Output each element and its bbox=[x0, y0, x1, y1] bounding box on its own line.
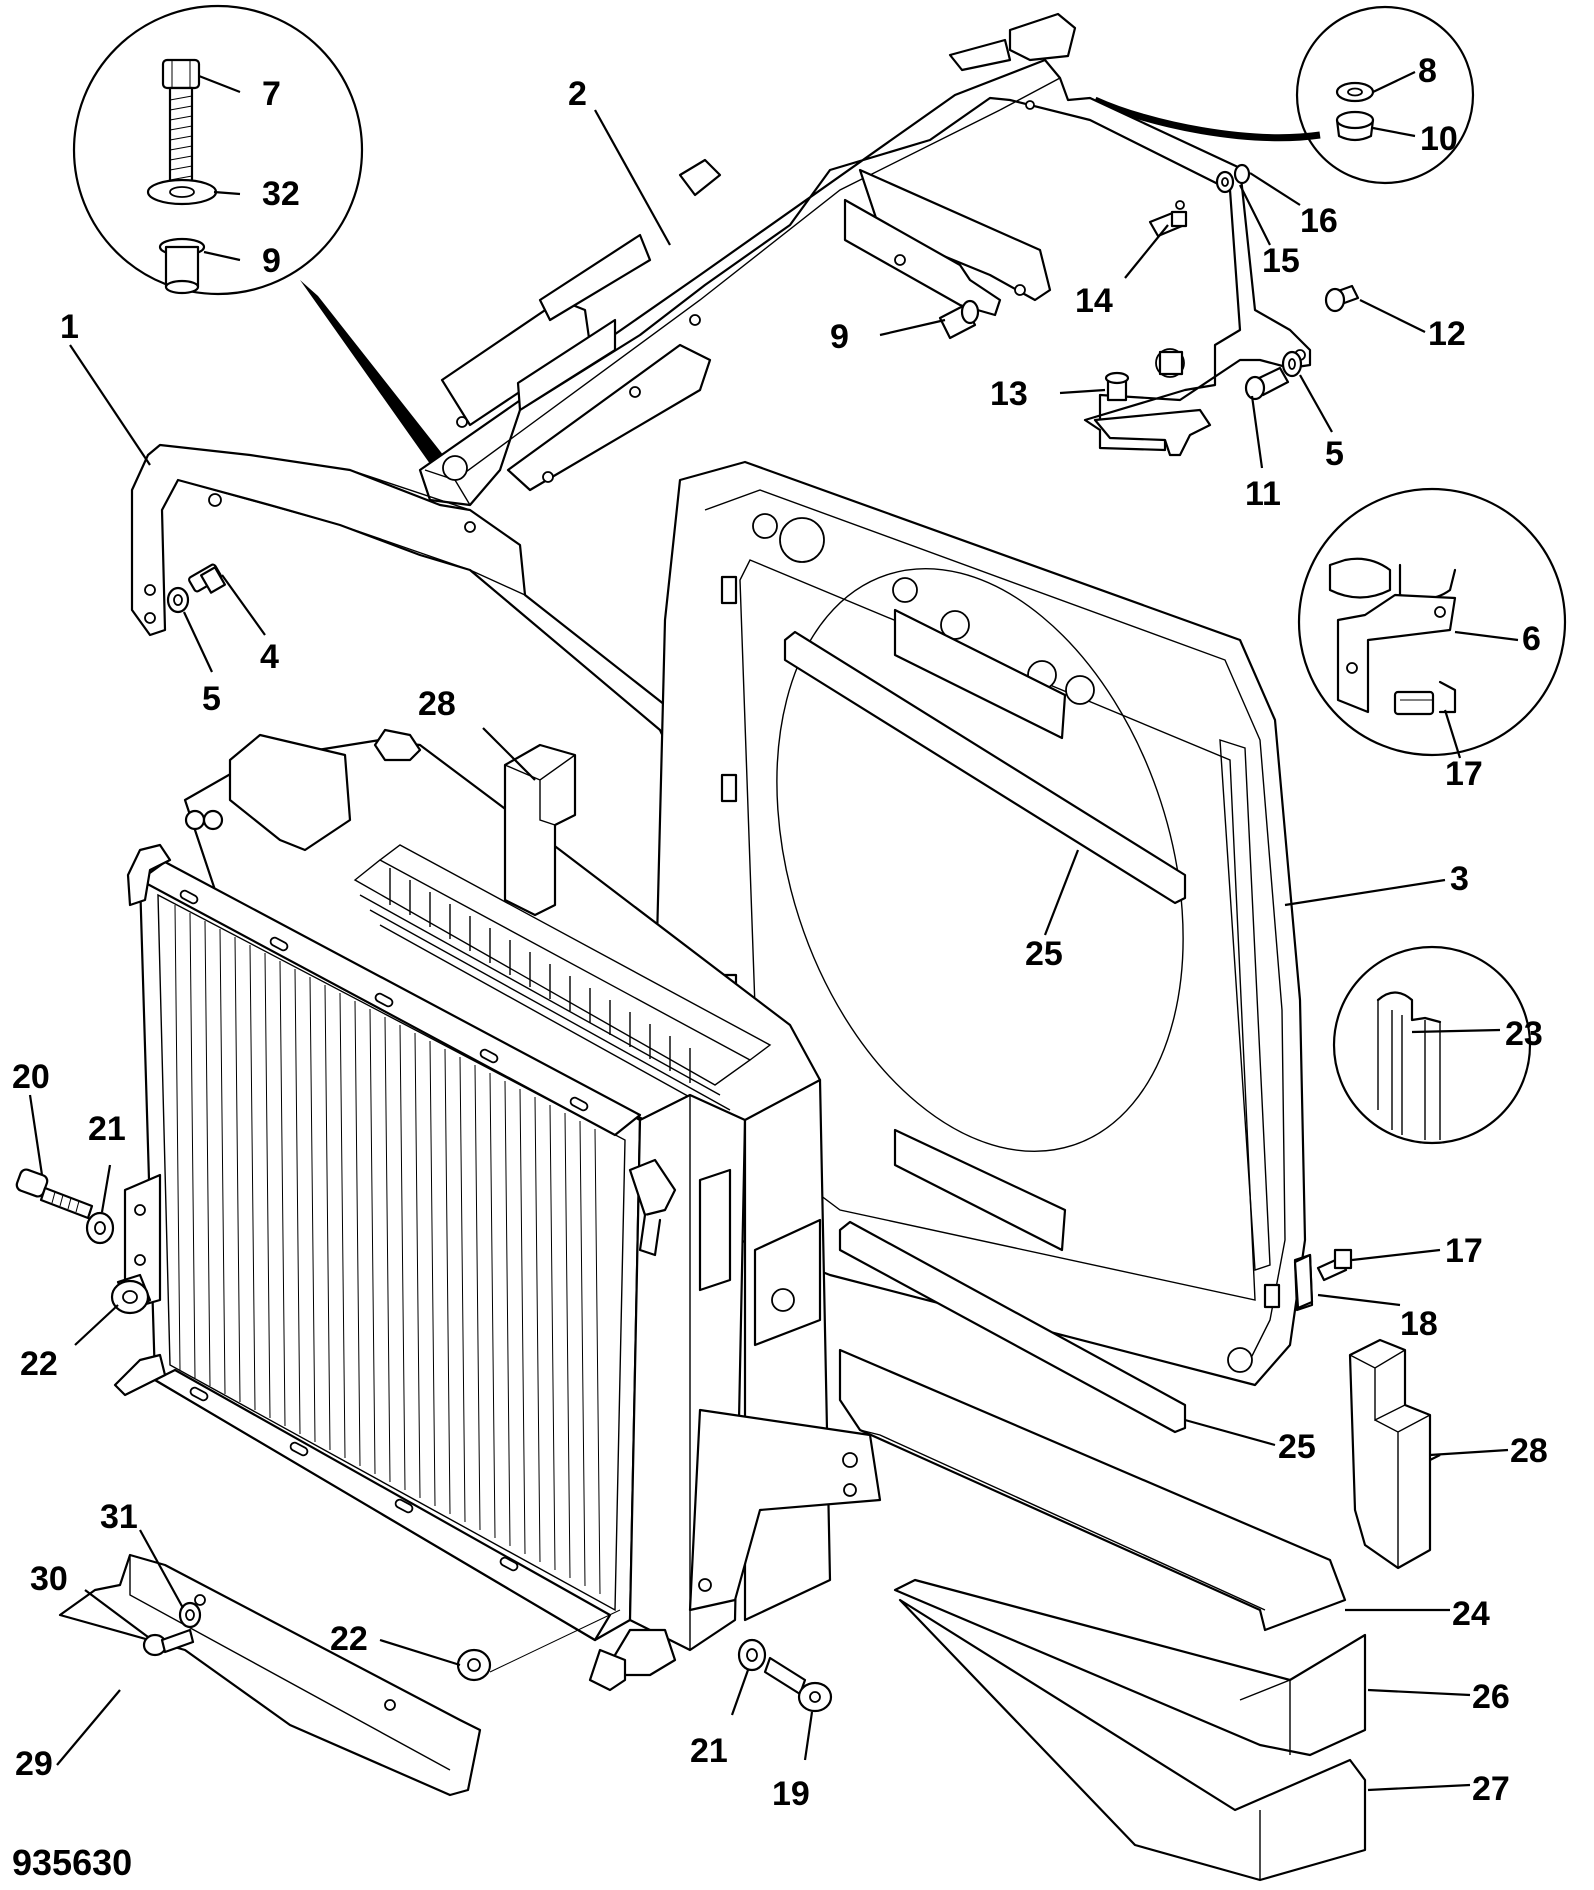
callout-21-left: 21 bbox=[88, 1110, 126, 1148]
callout-19: 19 bbox=[772, 1775, 810, 1813]
callout-5-right: 5 bbox=[1325, 435, 1344, 473]
callout-30: 30 bbox=[30, 1560, 68, 1598]
bolt-part-12 bbox=[1324, 284, 1360, 313]
callout-labels: 1 2 3 4 5 5 6 7 8 9 9 10 11 12 13 14 15 … bbox=[12, 52, 1548, 1813]
detail-circle-edge-trim bbox=[1332, 945, 1532, 1145]
callout-32: 32 bbox=[262, 175, 300, 213]
spacer-part-22-lower bbox=[456, 1609, 621, 1682]
bolt-part-13 bbox=[1104, 371, 1130, 402]
washer-part-21-left bbox=[85, 1211, 115, 1245]
bolt-part-4 bbox=[188, 563, 227, 594]
callout-10: 10 bbox=[1420, 120, 1458, 158]
bolt-part-30 bbox=[142, 1628, 195, 1657]
foam-block-right-part-28 bbox=[1348, 1338, 1432, 1570]
callout-31: 31 bbox=[100, 1498, 138, 1536]
callout-5-left: 5 bbox=[202, 680, 221, 718]
callout-18: 18 bbox=[1400, 1305, 1438, 1343]
nut-part-16 bbox=[1233, 163, 1251, 185]
spacer-part-22-left bbox=[110, 1273, 152, 1315]
callout-11: 11 bbox=[1245, 475, 1281, 513]
callout-23: 23 bbox=[1505, 1015, 1543, 1053]
foam-seal-part-26 bbox=[893, 1578, 1367, 1757]
callout-7: 7 bbox=[262, 75, 281, 113]
top-frame-part-2 bbox=[418, 12, 1312, 507]
callout-16: 16 bbox=[1300, 202, 1338, 240]
radiator-assembly bbox=[113, 728, 882, 1692]
callout-28-right: 28 bbox=[1510, 1432, 1548, 1470]
callout-12: 12 bbox=[1428, 315, 1466, 353]
foam-strip-lower-part-25 bbox=[838, 1220, 1187, 1434]
callout-15: 15 bbox=[1262, 242, 1300, 280]
callout-9-detail: 9 bbox=[262, 242, 281, 280]
foam-strip-upper-part-25 bbox=[783, 630, 1187, 905]
callout-26: 26 bbox=[1472, 1678, 1510, 1716]
callout-3: 3 bbox=[1450, 860, 1469, 898]
foam-seal-part-24 bbox=[838, 1348, 1347, 1632]
callout-27: 27 bbox=[1472, 1770, 1510, 1808]
callout-24: 24 bbox=[1452, 1595, 1490, 1633]
detail-circle-washer-nut bbox=[1093, 5, 1475, 185]
callout-28-upper: 28 bbox=[418, 685, 456, 723]
callout-22-lower: 22 bbox=[330, 1620, 368, 1658]
callout-25-upper: 25 bbox=[1025, 935, 1063, 973]
callout-8: 8 bbox=[1418, 52, 1437, 90]
foam-block-upper-part-28 bbox=[503, 743, 577, 917]
bolt-part-11 bbox=[1244, 366, 1290, 401]
lower-cover-part-29 bbox=[58, 1553, 482, 1797]
spacer-part-9-right bbox=[938, 299, 980, 340]
figure-number: 935630 bbox=[12, 1842, 132, 1883]
callout-9-right: 9 bbox=[830, 318, 849, 356]
bolt-part-20 bbox=[15, 1168, 94, 1220]
callout-21-lower: 21 bbox=[690, 1732, 728, 1770]
washer-part-15 bbox=[1215, 170, 1235, 194]
radiator-top-grid bbox=[353, 844, 772, 1126]
bolt-part-17 bbox=[1316, 1248, 1353, 1282]
callout-2: 2 bbox=[568, 75, 587, 113]
radiator-rail-slots bbox=[179, 889, 589, 1572]
foam-seal-part-27 bbox=[898, 1598, 1367, 1882]
bolt-part-14 bbox=[1148, 210, 1188, 238]
callout-20: 20 bbox=[12, 1058, 50, 1096]
callout-22-left: 22 bbox=[20, 1345, 58, 1383]
washer-part-21-lower bbox=[737, 1638, 767, 1672]
clip-part-18 bbox=[1293, 1253, 1314, 1310]
callout-13: 13 bbox=[990, 375, 1028, 413]
radiator-core-fins bbox=[174, 904, 601, 1595]
bolt-part-19 bbox=[763, 1656, 833, 1713]
callout-1: 1 bbox=[60, 308, 79, 346]
callout-29: 29 bbox=[15, 1745, 53, 1783]
callout-6: 6 bbox=[1522, 620, 1541, 658]
washer-part-5-left bbox=[166, 586, 190, 614]
callout-4: 4 bbox=[260, 638, 279, 676]
callout-17-detail: 17 bbox=[1445, 755, 1483, 793]
washer-part-31 bbox=[178, 1601, 202, 1629]
detail-circle-bolt-washer bbox=[72, 4, 455, 478]
callout-14: 14 bbox=[1075, 282, 1113, 320]
detail-circle-clip-bracket bbox=[1297, 487, 1567, 759]
washer-part-5-right bbox=[1281, 350, 1303, 378]
leader-lines bbox=[28, 109, 1509, 1792]
callout-17: 17 bbox=[1445, 1232, 1483, 1270]
callout-25-lower: 25 bbox=[1278, 1428, 1316, 1466]
